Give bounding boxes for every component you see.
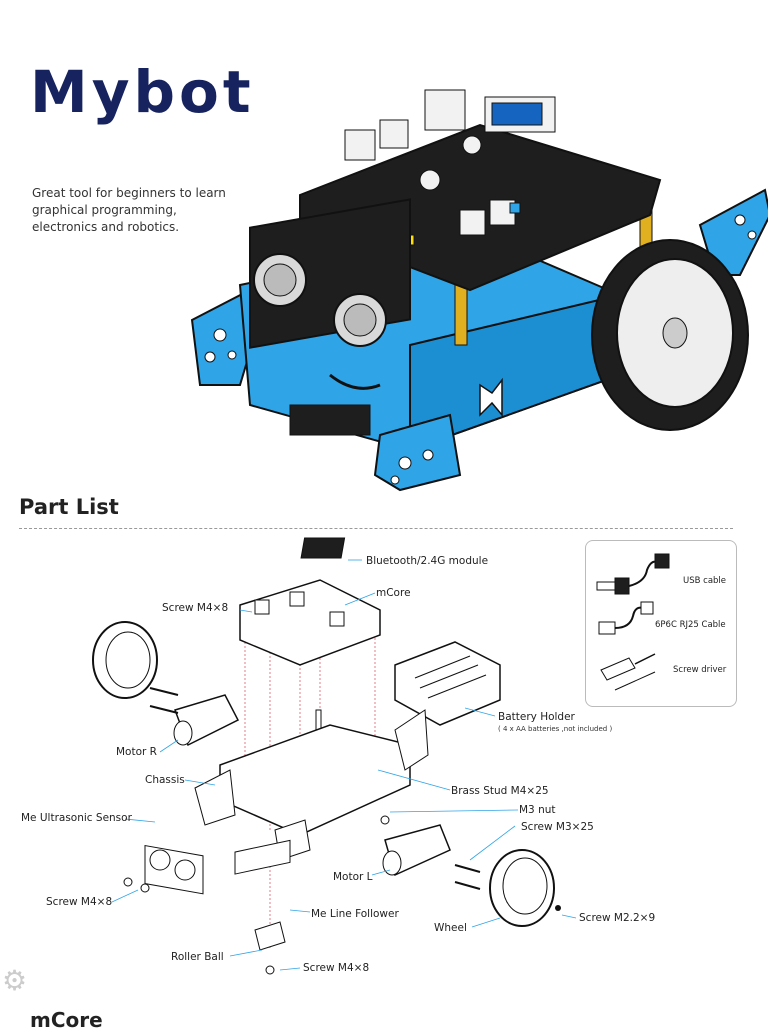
accessories-illustration	[596, 553, 670, 691]
section-title-mcore: mCore	[30, 1008, 103, 1032]
label-roller-ball: Roller Ball	[171, 951, 224, 963]
label-rj25-cable: 6P6C RJ25 Cable	[655, 620, 726, 630]
part-list-diagram	[92, 537, 577, 975]
label-mcore: mCore	[376, 587, 411, 599]
page-title: Mybot	[30, 58, 255, 126]
label-screw-m4x8-left: Screw M4×8	[46, 896, 113, 908]
label-screw-driver: Screw driver	[673, 665, 727, 675]
label-chassis: Chassis	[145, 774, 185, 786]
label-screw-m4x8-bottom: Screw M4×8	[303, 962, 370, 974]
gear-icon: ⚙	[2, 964, 28, 997]
label-motor-r: Motor R	[116, 746, 157, 758]
label-screw-m4x8-top: Screw M4×8	[162, 602, 229, 614]
label-bluetooth-module: Bluetooth/2.4G module	[366, 555, 489, 567]
label-usb-cable: USB cable	[683, 576, 727, 586]
label-battery-note: ( 4 x AA batteries ,not included )	[498, 725, 613, 733]
label-screw-m3x25: Screw M3×25	[521, 821, 594, 833]
tagline: Great tool for beginners to learn graphi…	[32, 186, 226, 234]
section-divider	[19, 528, 733, 529]
label-battery-holder: Battery Holder	[498, 711, 575, 723]
label-ultrasonic-sensor: Me Ultrasonic Sensor	[21, 812, 132, 824]
label-m3-nut: M3 nut	[519, 804, 556, 816]
accessories-box	[585, 540, 737, 707]
label-motor-l: Motor L	[333, 871, 373, 883]
label-line-follower: Me Line Follower	[311, 908, 399, 920]
label-wheel: Wheel	[434, 922, 467, 934]
section-title-part-list: Part List	[19, 495, 119, 519]
mbot-robot-illustration	[190, 89, 768, 492]
label-screw-m22x9: Screw M2.2×9	[579, 912, 656, 924]
label-brass-stud: Brass Stud M4×25	[451, 785, 549, 797]
